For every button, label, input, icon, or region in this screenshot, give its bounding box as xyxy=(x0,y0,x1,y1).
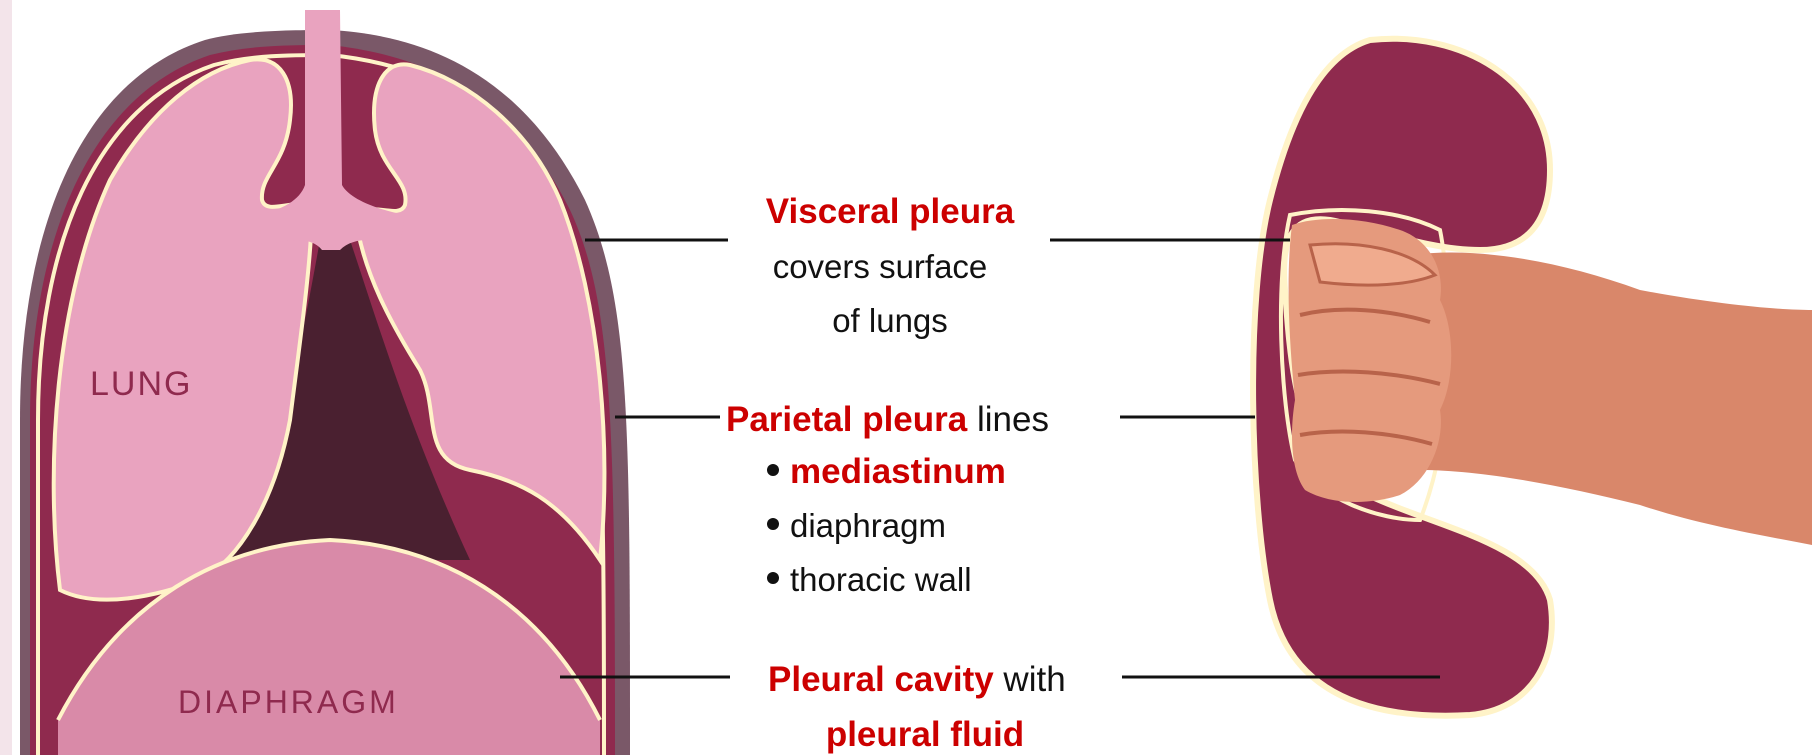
cavity-suffix: with xyxy=(994,660,1066,699)
center-labels: Visceral pleura covers surface of lungs … xyxy=(726,192,1066,754)
lung-label: LUNG xyxy=(90,365,192,403)
fist-balloon-illustration xyxy=(1253,39,1812,716)
page-edge-strip xyxy=(0,0,12,755)
cavity-title: Pleural cavity xyxy=(768,660,994,699)
visceral-line1: covers surface xyxy=(773,248,988,285)
parietal-suffix: lines xyxy=(967,400,1049,439)
diaphragm-label: DIAPHRAGM xyxy=(178,684,399,720)
bullet-dot-3 xyxy=(767,572,779,584)
thorax-illustration: LUNG DIAPHRAGM xyxy=(20,10,630,755)
visceral-title: Visceral pleura xyxy=(766,192,1015,231)
bullet-thoracic-wall: thoracic wall xyxy=(790,561,972,598)
bullet-dot-1 xyxy=(767,464,779,476)
parietal-title: Parietal pleura xyxy=(726,400,968,439)
parietal-heading: Parietal pleura lines xyxy=(726,400,1049,439)
bullet-mediastinum: mediastinum xyxy=(790,452,1006,491)
visceral-line2: of lungs xyxy=(832,302,948,339)
bullet-diaphragm: diaphragm xyxy=(790,507,946,544)
cavity-line2: pleural fluid xyxy=(826,715,1024,754)
bullet-dot-2 xyxy=(767,518,779,530)
cavity-heading: Pleural cavity with xyxy=(768,660,1066,699)
